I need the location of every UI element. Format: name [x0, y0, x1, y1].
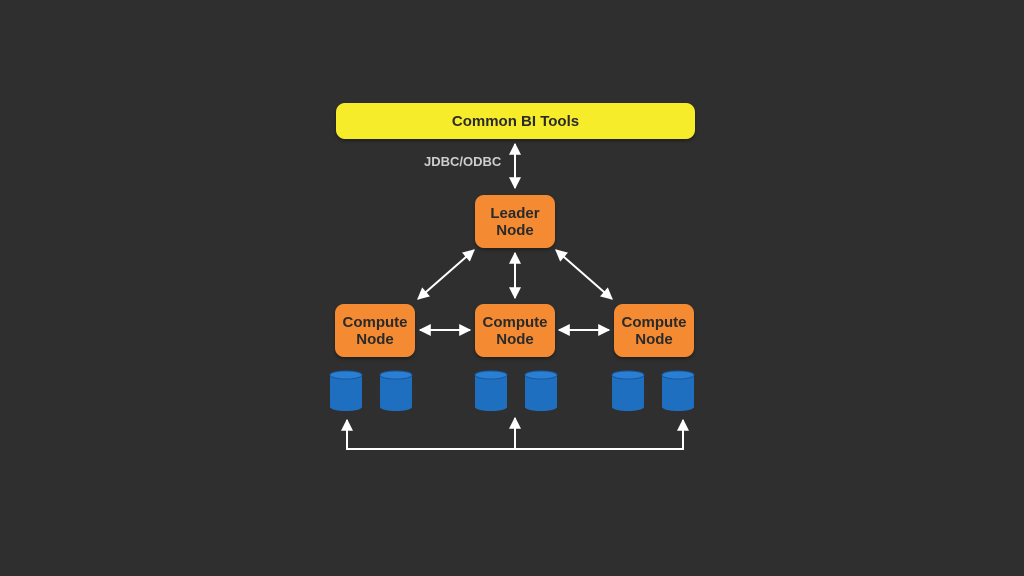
- leader-node: Leader Node: [475, 195, 555, 248]
- compute-node-label: Compute Node: [621, 313, 687, 348]
- database-icon: [379, 370, 413, 411]
- compute-node-label: Compute Node: [482, 313, 548, 348]
- compute-node-right: Compute Node: [614, 304, 694, 357]
- database-icon: [611, 370, 645, 411]
- database-icon: [329, 370, 363, 411]
- database-icon: [524, 370, 558, 411]
- compute-node-middle: Compute Node: [475, 304, 555, 357]
- compute-node-label: Compute Node: [342, 313, 408, 348]
- leader-node-label: Leader Node: [490, 204, 540, 239]
- bi-tools-box: Common BI Tools: [336, 103, 695, 139]
- database-icon: [661, 370, 695, 411]
- jdbc-odbc-label: JDBC/ODBC: [424, 154, 502, 169]
- bi-tools-label: Common BI Tools: [451, 112, 580, 130]
- database-icon: [474, 370, 508, 411]
- leader-compute-right-arrow: [555, 249, 613, 300]
- compute-node-left: Compute Node: [335, 304, 415, 357]
- leader-compute-left-arrow: [417, 249, 475, 300]
